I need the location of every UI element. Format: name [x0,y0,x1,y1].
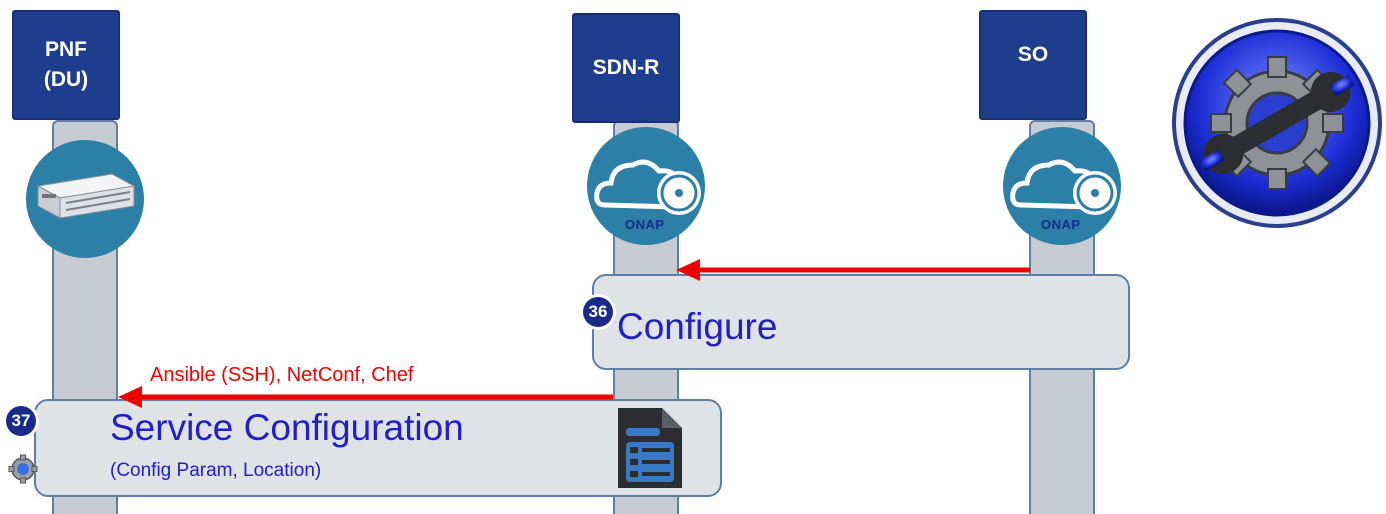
so-title: SO [1017,42,1049,66]
step-37-box [34,399,722,497]
small-gear-icon [8,454,38,484]
onap-label: ONAP [625,217,665,232]
pnf-du-header: PNF (DU) [12,10,120,120]
step-37-subtitle: (Config Param, Location) [110,460,322,481]
du-title: (DU) [43,68,89,91]
sdnr-title: SDN-R [592,55,660,79]
arrow-label-ansible: Ansible (SSH), NetConf, Chef [150,364,414,386]
step-36-box [592,274,1130,370]
gear-wrench-icon [1170,16,1384,230]
document-list-icon [614,404,686,492]
onap-label: ONAP [1041,217,1081,232]
sdnr-header: SDN-R [572,13,680,123]
step-36-title: Configure [617,306,778,347]
step-37-title: Service Configuration [110,407,464,448]
step-37-badge: 37 [6,406,36,436]
sdnr-onap-icon: ONAP [587,127,705,245]
step-36-badge: 36 [583,297,613,327]
so-header: SO [979,10,1087,120]
server-icon [26,140,144,258]
pnf-title: PNF [44,37,87,61]
so-onap-icon: ONAP [1003,127,1121,245]
